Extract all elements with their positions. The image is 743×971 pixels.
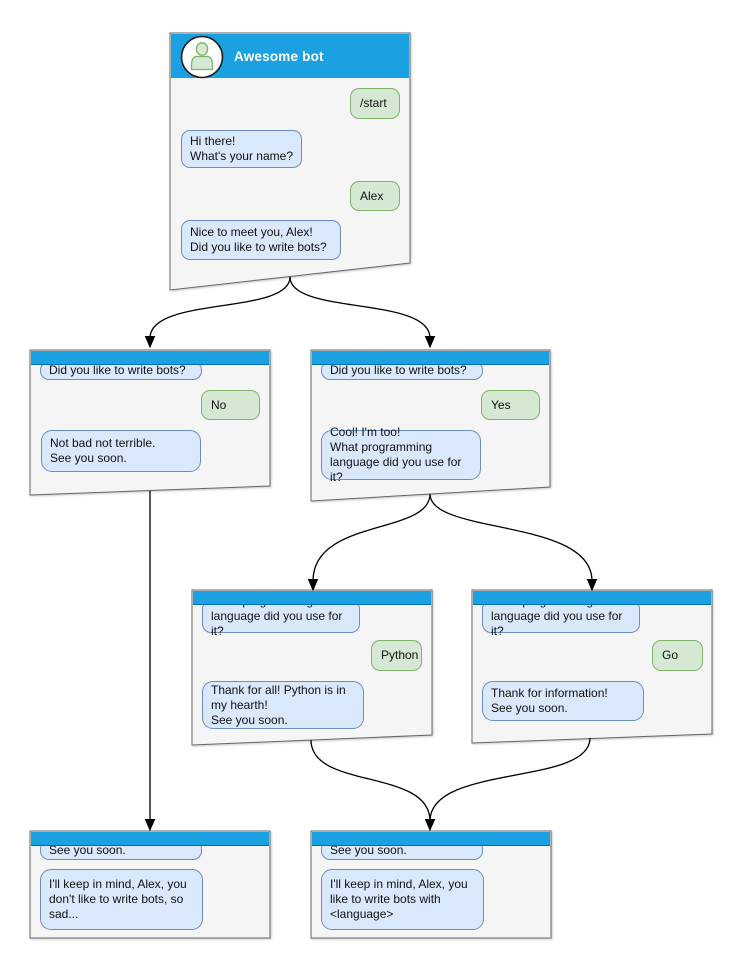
window-header [312,832,550,846]
arrow-yes-to-go [429,493,593,582]
window-branch-go: What programming language did you use fo… [471,589,713,744]
window-end-no: See you soon. I'll keep in mind, Alex, y… [29,830,271,939]
chat-bubble-user: Python [371,640,422,671]
window-branch-yes: Did you like to write bots? Yes Cool! I'… [310,349,551,502]
window-header [473,591,711,605]
chat-bubble-bot: What programming language did you use fo… [202,594,360,638]
chat-bubble-bot: I'll keep in mind, Alex, you don't like … [40,869,203,930]
window-main-chat: Awesome bot /start Hi there! What's your… [169,32,411,291]
window-header [312,351,549,365]
arrowhead-end-no [144,819,156,832]
arrowhead-python [307,579,319,592]
window-branch-no: Did you like to write bots? No Not bad n… [29,349,271,496]
arrow-go-to-end [429,737,591,822]
chat-bubble-bot: I'll keep in mind, Alex, you like to wri… [321,869,484,930]
window-branch-python: What programming language did you use fo… [191,589,433,746]
chat-bubble-user: No [201,390,260,420]
chat-bubble-bot: Did you like to write bots? [321,361,483,380]
arrow-yes-to-python [312,493,431,582]
chat-bubble-user: /start [350,88,400,119]
chat-bubble-bot: Thank for all! Python is in my hearth! S… [202,681,364,729]
window-header [31,832,269,846]
chat-bubble-bot: Cool! I'm too! What programming language… [321,425,481,484]
window-header [31,351,269,365]
window-header [193,591,431,605]
arrowhead-yes [424,336,436,349]
window-end-yes: See you soon. I'll keep in mind, Alex, y… [310,830,552,939]
chat-bubble-bot: Thank for information! See you soon. [482,681,644,721]
arrowhead-no [144,336,156,349]
chat-bubble-bot: Not bad not terrible. See you soon. [41,430,201,472]
chat-bubble-bot: Nice to meet you, Alex! Did you like to … [181,220,341,260]
chat-bubble-bot: Did you like to write bots? [40,361,202,380]
bot-title: Awesome bot [234,48,324,64]
arrow-python-to-end [310,739,431,822]
chat-bubble-user: Alex [350,181,400,211]
chat-bubble-user: Go [652,640,703,671]
chat-bubble-bot: Hi there! What's your name? [181,130,302,168]
arrowhead-go [586,579,598,592]
window-header: Awesome bot [171,34,409,79]
bot-avatar-icon [180,35,224,79]
chat-bubble-user: Yes [481,390,540,420]
arrowhead-end-yes [424,819,436,832]
